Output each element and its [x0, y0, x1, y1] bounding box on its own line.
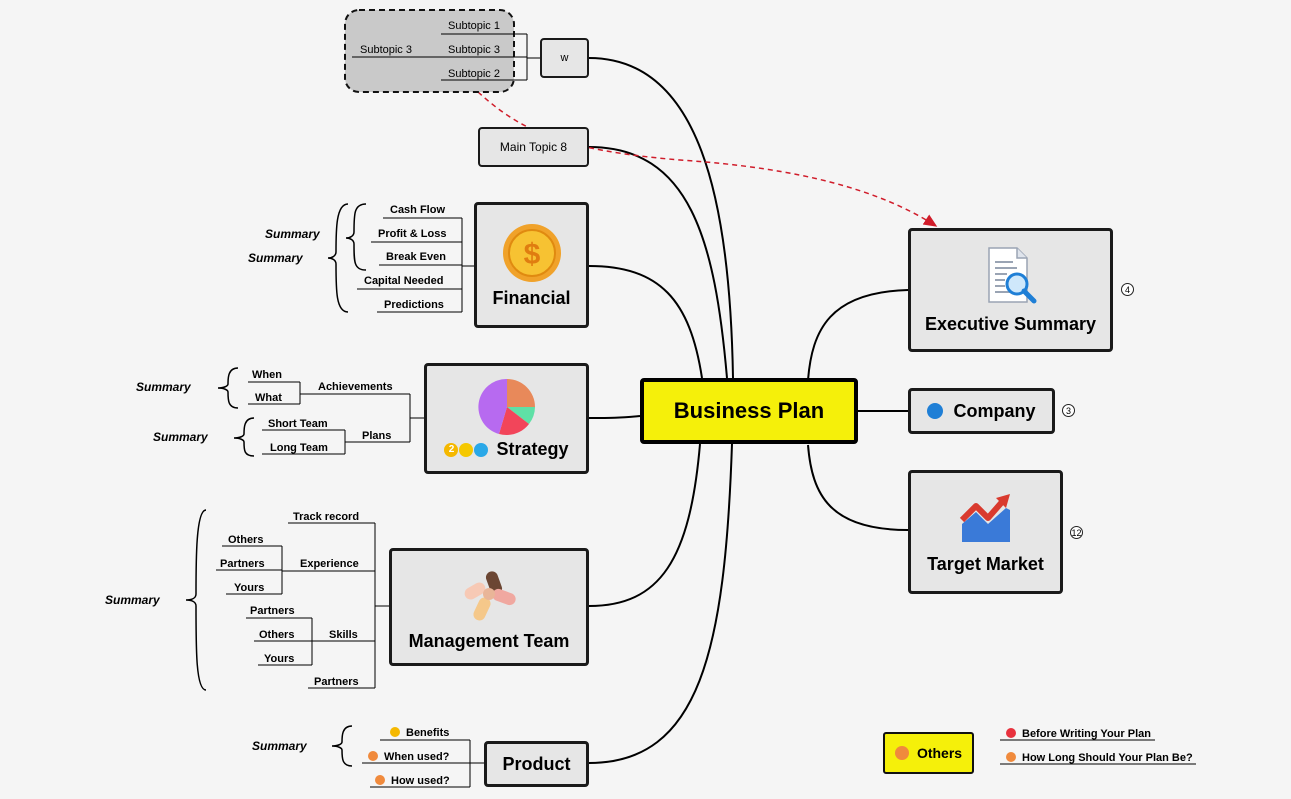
boundary-group: [344, 9, 515, 93]
company-title: Company: [953, 400, 1036, 421]
trophy-icon: [927, 403, 944, 419]
central-title: Business Plan: [673, 398, 825, 423]
subtopic-3[interactable]: Subtopic 3: [448, 44, 500, 56]
strategy-summary-1[interactable]: Summary: [136, 380, 191, 394]
task-icon: [459, 442, 474, 457]
question-icon: [375, 775, 385, 785]
strategy-short-team[interactable]: Short Team: [268, 418, 328, 430]
link-before-writing-label: Before Writing Your Plan: [1022, 728, 1151, 740]
topic-w-label: w: [560, 52, 569, 64]
strategy-achievements[interactable]: Achievements: [318, 381, 393, 393]
management-title: Management Team: [408, 630, 570, 651]
hands-together-icon: [464, 570, 516, 620]
mgmt-skill-partners[interactable]: Partners: [250, 605, 295, 617]
topic-target-market[interactable]: Target Market: [908, 470, 1063, 594]
product-when-used[interactable]: When used?: [368, 751, 449, 763]
floating-topic-others[interactable]: Others: [883, 732, 974, 774]
growth-chart-icon: [959, 493, 1010, 542]
relationship-arrow: [477, 91, 938, 227]
product-when-used-label: When used?: [384, 751, 450, 763]
product-how-used-label: How used?: [391, 775, 450, 787]
fin-item-predictions[interactable]: Predictions: [384, 299, 444, 311]
fin-summary-1[interactable]: Summary: [265, 227, 320, 241]
strategy-plans[interactable]: Plans: [362, 430, 392, 442]
mgmt-exp-others[interactable]: Others: [228, 534, 264, 546]
product-how-used[interactable]: How used?: [375, 775, 450, 787]
mgmt-skill-yours[interactable]: Yours: [264, 653, 295, 665]
mgmt-skills[interactable]: Skills: [329, 629, 358, 641]
mgmt-partners[interactable]: Partners: [314, 676, 359, 688]
fin-item-profit-loss[interactable]: Profit & Loss: [378, 228, 447, 240]
topic-management-team[interactable]: Management Team: [389, 548, 589, 666]
mgmt-track-record[interactable]: Track record: [293, 511, 360, 523]
quote-icon: [894, 746, 909, 760]
coin-icon: $: [502, 223, 561, 282]
mgmt-skill-others[interactable]: Others: [259, 629, 295, 641]
topic-main-8[interactable]: Main Topic 8: [478, 127, 589, 167]
priority-2-icon: 2: [444, 442, 459, 457]
mgmt-exp-partners[interactable]: Partners: [220, 558, 265, 570]
topic-financial[interactable]: $ Financial: [474, 202, 589, 328]
boundary-lines: [352, 33, 514, 81]
strategy-when[interactable]: When: [252, 369, 282, 381]
subtopic-2[interactable]: Subtopic 2: [448, 68, 500, 80]
fin-summary-2[interactable]: Summary: [248, 251, 303, 265]
central-topic[interactable]: Business Plan: [640, 378, 858, 444]
smile-icon: [390, 727, 400, 737]
link-how-long-label: How Long Should Your Plan Be?: [1022, 752, 1193, 764]
company-count-badge[interactable]: 3: [1062, 404, 1075, 417]
topic-w[interactable]: w: [540, 38, 589, 78]
product-title: Product: [502, 753, 571, 774]
subtopic-left[interactable]: Subtopic 3: [360, 44, 412, 56]
topic-strategy[interactable]: 2 Strategy: [424, 363, 589, 474]
fin-item-cash-flow[interactable]: Cash Flow: [390, 204, 446, 216]
product-summary[interactable]: Summary: [252, 739, 307, 753]
subtopic-1[interactable]: Subtopic 1: [448, 20, 500, 32]
topic-company[interactable]: Company: [908, 388, 1055, 434]
topic-main-8-label: Main Topic 8: [499, 140, 568, 154]
mgmt-exp-yours[interactable]: Yours: [234, 582, 265, 594]
question-icon: [368, 751, 378, 761]
product-benefits-label: Benefits: [406, 727, 450, 739]
financial-title: Financial: [492, 287, 571, 308]
link-before-writing[interactable]: Before Writing Your Plan: [1006, 728, 1151, 740]
mgmt-summary[interactable]: Summary: [105, 593, 160, 607]
fin-item-break-even[interactable]: Break Even: [386, 251, 446, 263]
market-title: Target Market: [927, 553, 1044, 574]
question-icon: [1006, 752, 1016, 762]
product-benefits[interactable]: Benefits: [390, 727, 449, 739]
link-how-long[interactable]: How Long Should Your Plan Be?: [1006, 752, 1193, 764]
pie-chart-icon: [477, 378, 535, 436]
strategy-long-team[interactable]: Long Team: [270, 442, 328, 454]
progress-icon: [474, 442, 489, 457]
strategy-what[interactable]: What: [255, 392, 282, 404]
star-icon: [1006, 728, 1016, 738]
exec-title: Executive Summary: [924, 313, 1097, 334]
market-count-badge[interactable]: 12: [1070, 526, 1083, 539]
others-label: Others: [916, 745, 963, 761]
marker-icons: 2: [444, 442, 489, 457]
svg-text:$: $: [523, 238, 540, 271]
fin-item-capital-needed[interactable]: Capital Needed: [364, 275, 444, 287]
strategy-summary-2[interactable]: Summary: [153, 430, 208, 444]
topic-executive-summary[interactable]: Executive Summary: [908, 228, 1113, 352]
document-search-icon: [987, 246, 1036, 303]
strategy-title: Strategy: [496, 439, 569, 459]
exec-count-badge[interactable]: 4: [1121, 283, 1134, 296]
topic-product[interactable]: Product: [484, 741, 589, 787]
mgmt-experience[interactable]: Experience: [300, 558, 359, 570]
